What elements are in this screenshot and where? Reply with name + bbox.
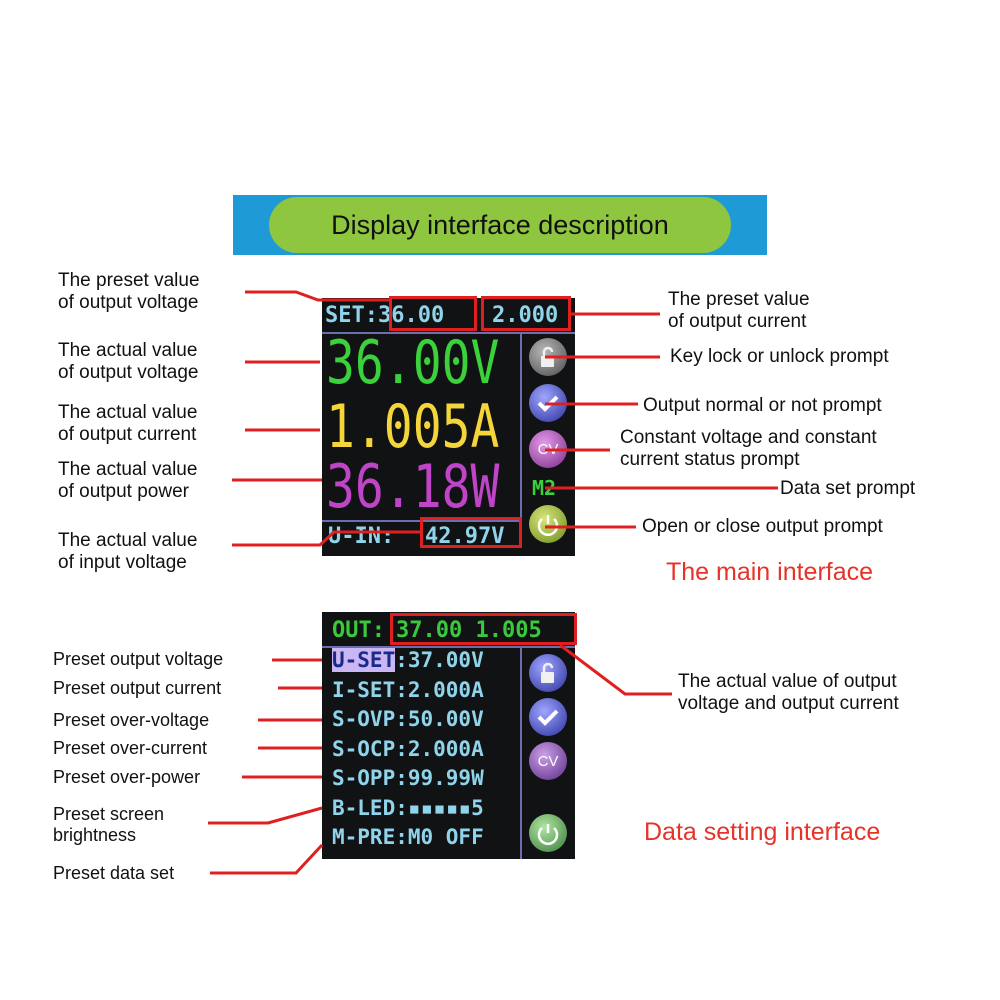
list-item[interactable]: M-PRE:M0 OFF xyxy=(332,825,484,855)
label-preset-output-voltage: Preset output voltage xyxy=(53,649,224,669)
highlight-out-values xyxy=(390,613,577,645)
label-line: The actual value xyxy=(58,402,198,423)
label-line: of output current xyxy=(668,311,807,332)
lock-icon xyxy=(529,654,567,692)
setting-key: S-OVP xyxy=(332,707,396,731)
label-input-voltage: The actual value of input voltage xyxy=(58,530,197,574)
label-data-set: Data set prompt xyxy=(780,478,916,499)
label-actual-power: The actual value of output power xyxy=(58,459,197,503)
label-line: of output current xyxy=(58,424,197,445)
label-line: of output voltage xyxy=(58,292,199,313)
highlight-set-voltage xyxy=(389,296,477,331)
setting-interface-title: Data setting interface xyxy=(644,818,881,846)
label-actual-out: The actual value of output voltage and o… xyxy=(678,671,899,715)
voltage-reading: 36.00V xyxy=(326,328,500,398)
setting-list: U-SET:37.00V I-SET:2.000A S-OVP:50.00V S… xyxy=(332,648,484,855)
label-output-normal: Output normal or not prompt xyxy=(643,395,882,416)
highlight-uin xyxy=(420,517,522,548)
out-values: 37.00 1.005 xyxy=(396,618,542,643)
setting-value: :▪▪▪▪▪5 xyxy=(395,795,484,820)
label-preset-over-voltage: Preset over-voltage xyxy=(53,710,210,730)
divider xyxy=(520,332,522,522)
label-line: The actual value xyxy=(58,459,198,480)
label-preset-data-set: Preset data set xyxy=(53,863,175,883)
label-line: The preset value xyxy=(668,289,810,310)
setting-value: :99.99W xyxy=(395,766,484,790)
label-line: The actual value xyxy=(58,340,198,361)
label-key-lock: Key lock or unlock prompt xyxy=(670,346,889,367)
label-line: Preset screen xyxy=(53,804,165,824)
setting-value: :37.00V xyxy=(395,648,484,672)
main-interface-title: The main interface xyxy=(666,558,874,586)
label-preset-brightness: Preset screen brightness xyxy=(53,804,164,846)
setting-key: I-SET xyxy=(332,677,396,702)
header-banner: Display interface description xyxy=(233,195,767,255)
cv-icon: CV xyxy=(529,742,567,780)
setting-key: S-OCP xyxy=(332,736,396,761)
setting-key: U-SET xyxy=(332,648,396,672)
list-item[interactable]: I-SET:2.000A xyxy=(332,678,484,708)
header-title: Display interface description xyxy=(269,197,731,253)
label-actual-current: The actual value of output current xyxy=(58,402,197,446)
label-line: The actual value xyxy=(58,530,198,551)
main-screen: SET:36.00 2.000 36.00V 1.005A 36.18W U-I… xyxy=(322,298,575,556)
label-open-close: Open or close output prompt xyxy=(642,516,883,537)
label-preset-output-current: Preset output current xyxy=(53,678,222,698)
setting-value: :2.000A xyxy=(395,736,484,761)
label-preset-over-power: Preset over-power xyxy=(53,767,201,787)
current-reading: 1.005A xyxy=(326,392,500,462)
set-prefix: SET: xyxy=(325,303,378,328)
label-cv-cc: Constant voltage and constant current st… xyxy=(620,427,877,471)
setting-value: :2.000A xyxy=(395,677,484,702)
list-item[interactable]: S-OPP:99.99W xyxy=(332,766,484,796)
label-line: Constant voltage and constant xyxy=(620,427,877,448)
label-preset-current: The preset value of output current xyxy=(668,289,810,333)
list-item[interactable]: B-LED:▪▪▪▪▪5 xyxy=(332,796,484,826)
setting-value: :M0 OFF xyxy=(395,825,484,849)
highlight-set-current xyxy=(481,296,571,331)
divider xyxy=(322,332,575,334)
list-item[interactable]: S-OCP:2.000A xyxy=(332,737,484,767)
label-line: voltage and output current xyxy=(678,693,899,714)
list-item[interactable]: U-SET:37.00V xyxy=(332,648,484,678)
label-preset-over-current: Preset over-current xyxy=(53,738,208,758)
divider xyxy=(520,646,522,859)
label-line: of output voltage xyxy=(58,362,199,383)
label-line: The preset value xyxy=(58,270,200,291)
uin-label: U-IN: xyxy=(328,524,395,549)
setting-screen: OUT: 37.00 1.005 U-SET:37.00V I-SET:2.00… xyxy=(322,612,575,859)
power-icon xyxy=(529,505,567,543)
label-line: brightness xyxy=(53,825,137,845)
label-preset-voltage: The preset value of output voltage xyxy=(58,270,200,314)
divider xyxy=(322,646,575,648)
mode-text: CV xyxy=(537,752,559,770)
label-line: current status prompt xyxy=(620,449,800,470)
label-line: of input voltage xyxy=(58,552,187,573)
setting-value: :50.00V xyxy=(395,707,484,731)
list-item[interactable]: S-OVP:50.00V xyxy=(332,707,484,737)
setting-key: B-LED xyxy=(332,795,396,820)
setting-key: M-PRE xyxy=(332,825,396,849)
out-label: OUT: xyxy=(332,618,385,643)
set-row: SET:36.00 xyxy=(325,303,444,328)
setting-key: S-OPP xyxy=(332,766,396,790)
label-line: of output power xyxy=(58,481,189,502)
set-current: 2.000 xyxy=(492,303,559,328)
power-icon xyxy=(529,814,567,852)
label-actual-voltage: The actual value of output voltage xyxy=(58,340,199,384)
label-line: The actual value of output xyxy=(678,671,897,692)
power-reading: 36.18W xyxy=(326,452,500,522)
uin-value: 42.97V xyxy=(425,524,505,549)
check-icon xyxy=(529,698,567,736)
